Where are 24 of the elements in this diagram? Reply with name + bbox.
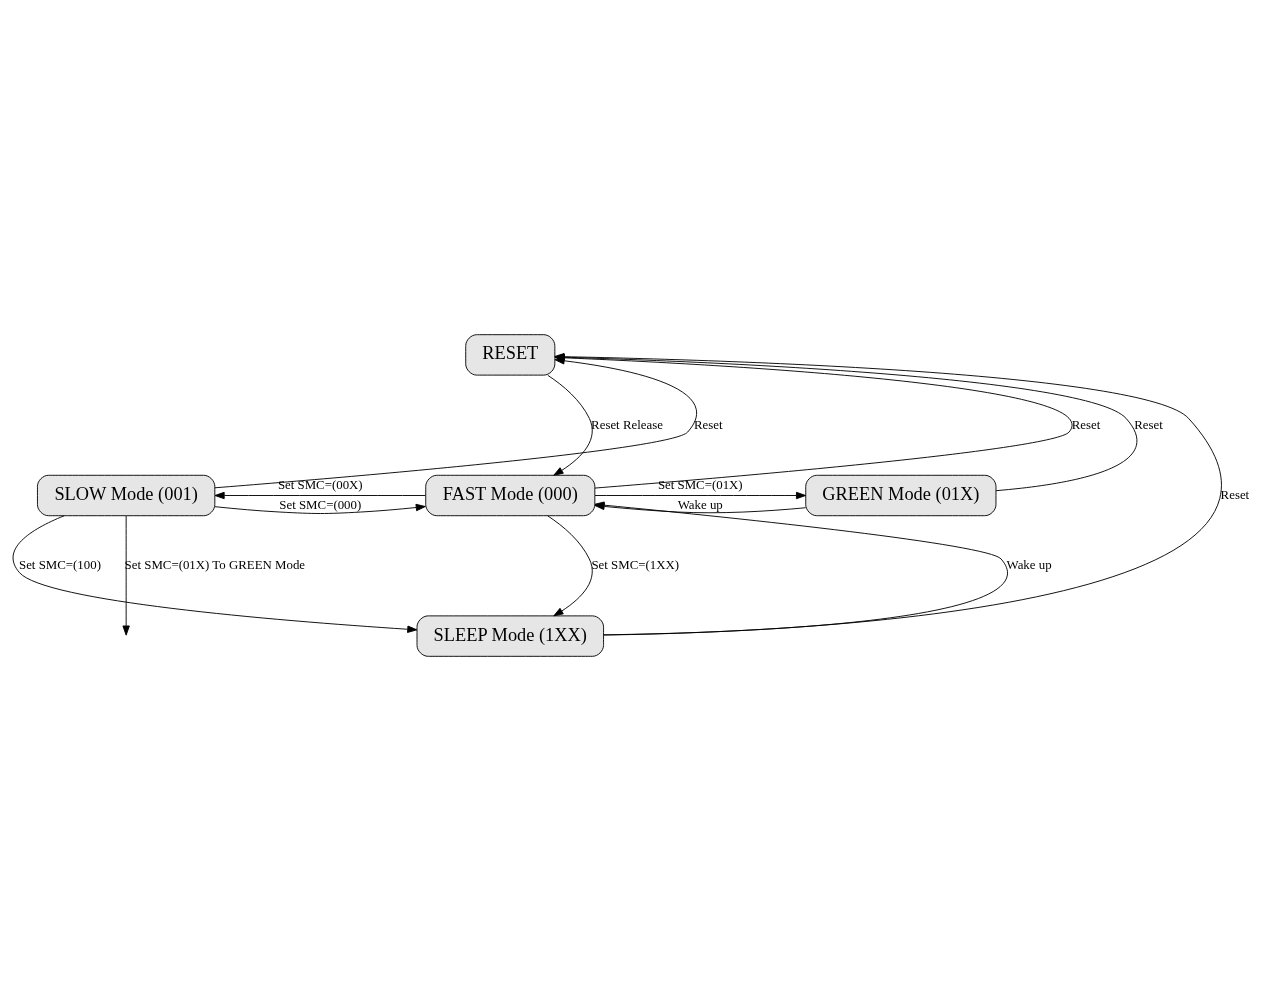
- edge-label: Set SMC=(000): [279, 497, 362, 512]
- edge-label: Set SMC=(1XX): [591, 557, 680, 572]
- arrow: [12, 514, 418, 633]
- edge-label: Wake up: [1006, 557, 1052, 572]
- node-box: RESET: [465, 333, 556, 376]
- edge-label: Set SMC=(01X): [657, 477, 743, 492]
- edge-label: Wake up: [677, 497, 723, 512]
- edge-label: Set SMC=(00X): [277, 477, 363, 492]
- edge-label: Reset: [1220, 487, 1250, 502]
- edge-label: Set SMC=(100): [19, 557, 101, 572]
- arrow: [214, 503, 426, 514]
- node-box: GREEN Mode (01X): [805, 474, 997, 516]
- edge-label: Reset: [694, 417, 723, 432]
- edge-label: Reset: [1071, 417, 1101, 432]
- arrow: [547, 514, 593, 616]
- node-box: SLEEP Mode (1XX): [416, 614, 604, 657]
- node-box: SLOW Mode (001): [37, 474, 216, 516]
- arrow: [214, 491, 426, 499]
- arrow: [594, 491, 807, 499]
- edge-label: Reset Release: [591, 417, 663, 432]
- arrow: [122, 515, 130, 636]
- arrow: [547, 374, 593, 476]
- edge-label: Reset: [1134, 417, 1163, 432]
- node-box: FAST Mode (000): [425, 474, 596, 516]
